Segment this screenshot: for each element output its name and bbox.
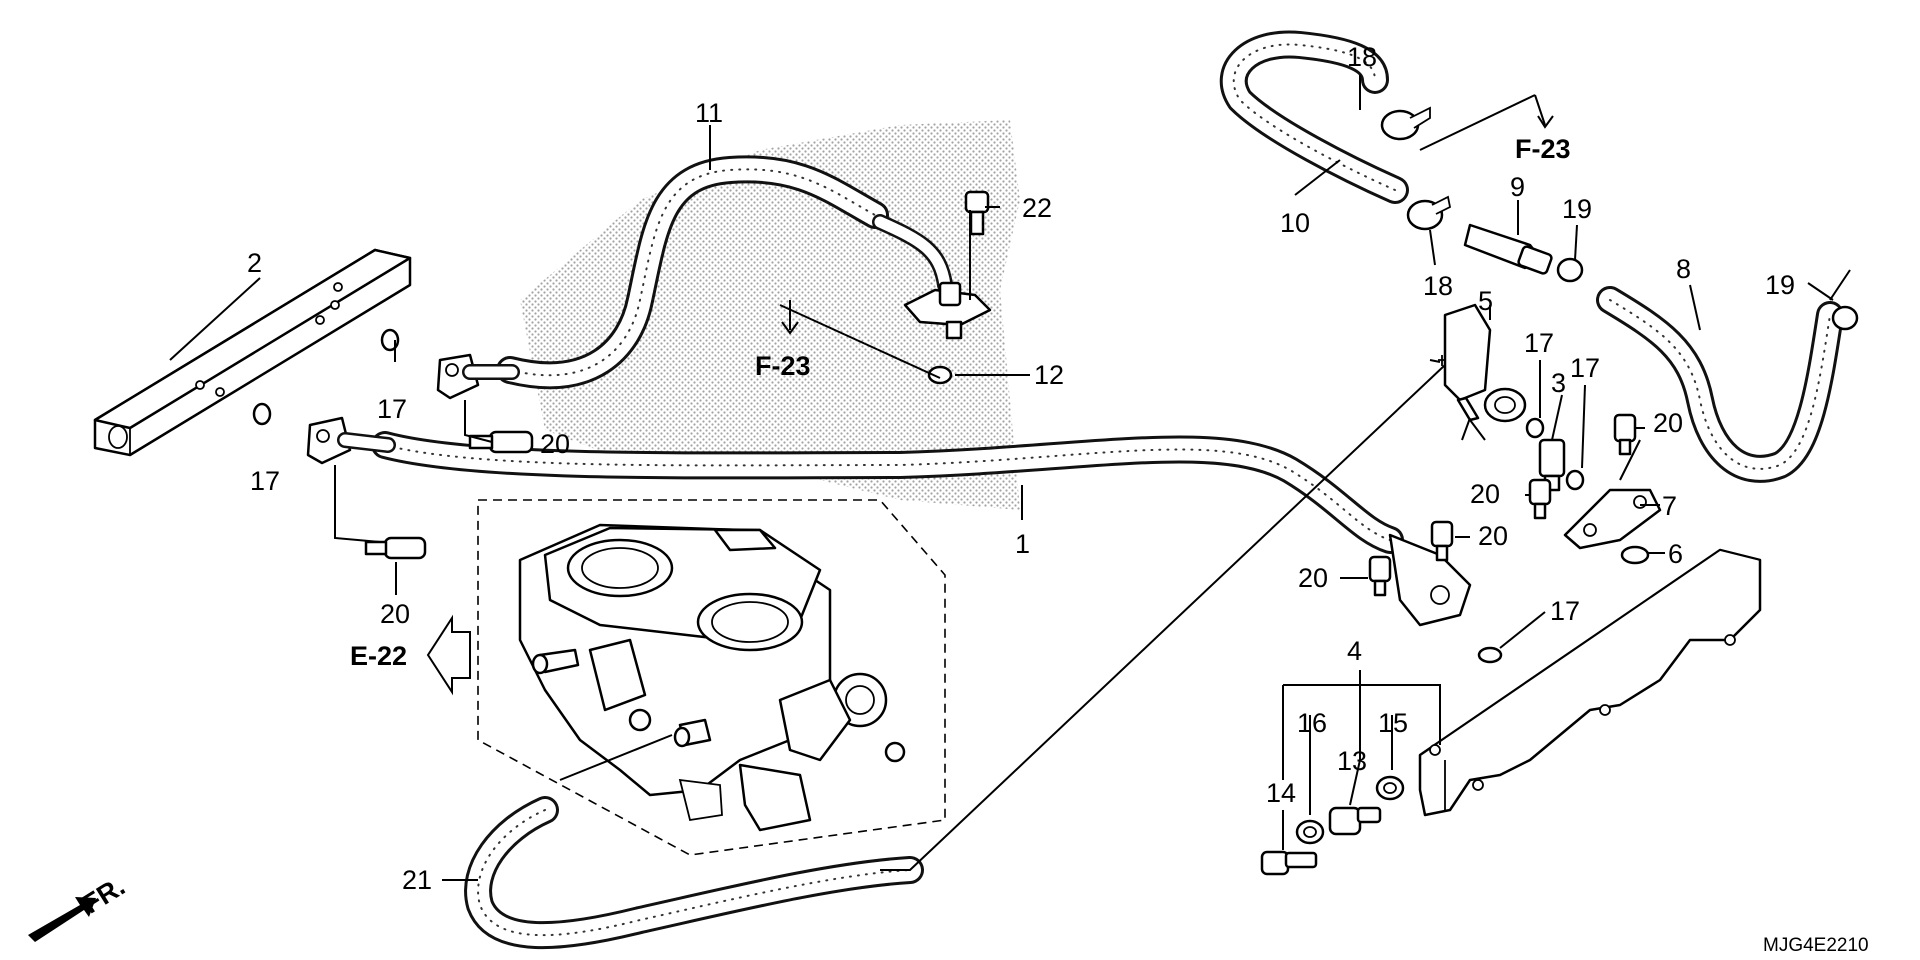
callout-4: 4 [1347, 636, 1362, 666]
throttle-body-assembly [477, 499, 946, 856]
ref-f23-upper[interactable]: F-23 [1515, 134, 1571, 164]
callout-19-b: 19 [1765, 270, 1795, 300]
pipe-fitting-9 [1463, 223, 1553, 275]
callout-8: 8 [1676, 254, 1691, 284]
callout-3: 3 [1551, 368, 1566, 398]
hose-10 [1219, 30, 1409, 204]
hose-8 [1596, 286, 1844, 483]
bolt-14 [1260, 850, 1318, 876]
callout-20-e: 20 [1478, 521, 1508, 551]
e22-arrow [426, 614, 471, 696]
upper-flange [903, 281, 992, 340]
callout-15: 15 [1378, 708, 1408, 738]
diagram-code: MJG4E2210 [1763, 935, 1869, 956]
shaded-background-area [520, 120, 1020, 510]
bolt-20-a [468, 430, 534, 454]
callout-16: 16 [1297, 708, 1327, 738]
callout-18-a: 18 [1347, 42, 1377, 72]
clamp-18-lower [1406, 195, 1452, 231]
o-ring-17-c [1525, 417, 1545, 439]
bolt-20-f [1368, 555, 1392, 597]
callout-20-b: 20 [380, 599, 410, 629]
bolt-20-d [1528, 478, 1552, 520]
callout-19-a: 19 [1562, 194, 1592, 224]
callout-1: 1 [1015, 529, 1030, 559]
callout-2: 2 [247, 248, 262, 278]
ref-e22[interactable]: E-22 [350, 641, 407, 671]
callout-17-d: 17 [1570, 353, 1600, 383]
pressure-regulator [1438, 303, 1527, 423]
fuel-hose-11 [496, 155, 889, 390]
callout-20-c: 20 [1653, 408, 1683, 438]
washer-16 [1295, 819, 1325, 845]
callout-5: 5 [1478, 286, 1493, 316]
callout-13: 13 [1337, 746, 1367, 776]
callout-12: 12 [1034, 360, 1064, 390]
washer-6 [1620, 545, 1650, 565]
callout-21: 21 [402, 865, 432, 895]
clamp-18-upper [1380, 106, 1431, 141]
callout-10: 10 [1280, 208, 1310, 238]
washer-12 [927, 365, 953, 385]
fuel-rail-left [93, 248, 412, 457]
callout-17-b: 17 [250, 466, 280, 496]
callout-22: 22 [1022, 193, 1052, 223]
callout-9: 9 [1510, 172, 1525, 202]
callout-11: 11 [695, 98, 723, 128]
fuel-rail-right [1418, 548, 1762, 817]
hose-joint-left-lower [306, 416, 396, 465]
callout-20-d: 20 [1470, 479, 1500, 509]
callout-6: 6 [1668, 539, 1683, 569]
callout-20-a: 20 [540, 429, 570, 459]
callout-17-a: 17 [377, 394, 407, 424]
front-label: FR. [77, 871, 130, 919]
hose-joint-right [1388, 533, 1472, 627]
fuel-tube-upper [872, 214, 953, 293]
ref-f23-mid[interactable]: F-23 [755, 351, 811, 381]
fuel-hose-1 [371, 431, 1404, 554]
vacuum-hose-21 [464, 796, 924, 950]
callout-labels: 1 2 3 4 5 6 7 8 9 10 11 12 13 14 15 16 1… [247, 42, 1795, 895]
front-arrow [28, 897, 96, 942]
callout-20-f: 20 [1298, 563, 1328, 593]
bolt-22 [964, 190, 990, 236]
bolt-20-e [1430, 520, 1454, 562]
clamp-19-right [1831, 305, 1859, 331]
callout-7: 7 [1662, 491, 1677, 521]
callout-17-c: 17 [1524, 328, 1554, 358]
callout-14: 14 [1266, 778, 1296, 808]
leader-lines [169, 75, 1851, 881]
bolt-13 [1328, 806, 1382, 836]
bolt-20-c [1613, 413, 1637, 456]
washer-15 [1375, 775, 1405, 801]
callout-17-e: 17 [1550, 596, 1580, 626]
flange-7 [1563, 488, 1662, 550]
o-ring-17-b [252, 402, 272, 426]
bolt-20-b [364, 536, 427, 560]
hose-joint-left-upper [436, 353, 520, 400]
clamp-19-left [1556, 257, 1584, 283]
o-ring-17-e [1477, 646, 1503, 664]
o-ring-17-d [1565, 469, 1585, 491]
callout-18-b: 18 [1423, 271, 1453, 301]
